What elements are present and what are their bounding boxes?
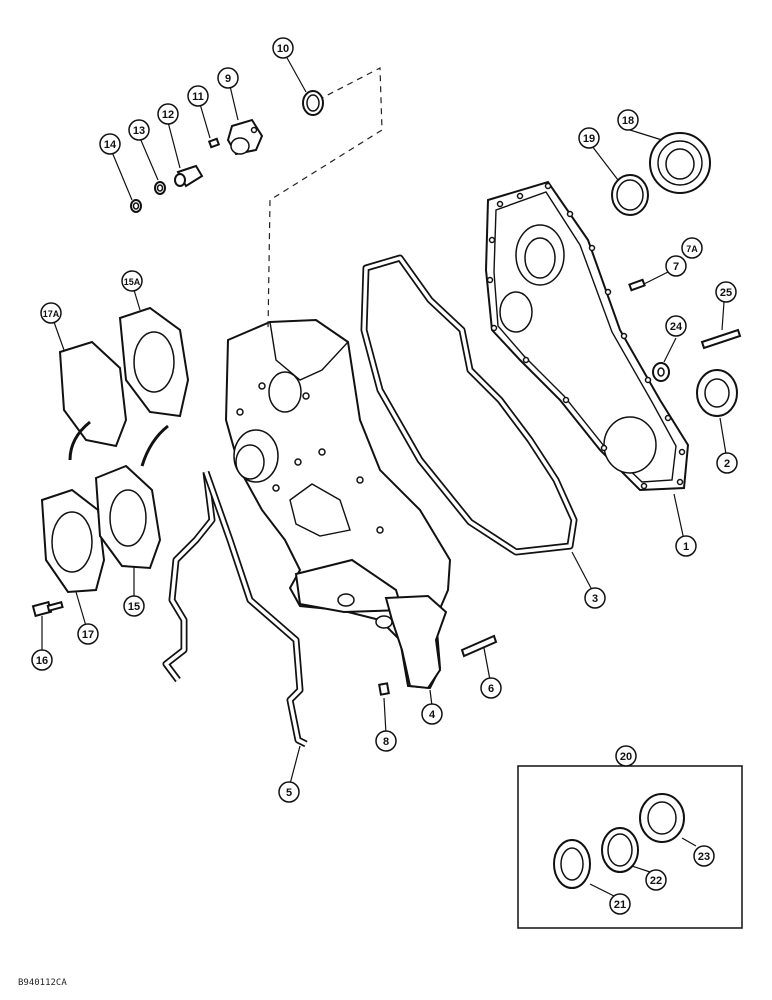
callout-8: 8 xyxy=(375,730,397,752)
callout-10: 10 xyxy=(272,37,294,59)
cover-plate-17 xyxy=(40,488,106,594)
callout-3: 3 xyxy=(584,587,606,609)
front-cover xyxy=(484,180,690,492)
callout-14: 14 xyxy=(99,133,121,155)
seal-23 xyxy=(639,793,685,843)
svg-text:18: 18 xyxy=(622,115,634,127)
svg-text:12: 12 xyxy=(162,109,174,121)
callout-5: 5 xyxy=(278,781,300,803)
callout-19: 19 xyxy=(578,127,600,149)
callout-2: 2 xyxy=(716,452,738,474)
callout-20: 20 xyxy=(615,745,637,767)
svg-text:6: 6 xyxy=(488,683,494,695)
gear-housing-gasket xyxy=(162,470,308,748)
svg-text:17A: 17A xyxy=(43,309,60,319)
svg-text:21: 21 xyxy=(614,899,626,911)
callout-13: 13 xyxy=(128,119,150,141)
callout-7a: 7A xyxy=(681,237,703,259)
svg-text:3: 3 xyxy=(592,593,598,605)
svg-text:7A: 7A xyxy=(686,244,698,254)
fitting-12 xyxy=(174,164,204,188)
stud-25 xyxy=(700,328,742,350)
svg-text:23: 23 xyxy=(698,851,710,863)
callout-17a: 17A xyxy=(40,302,62,324)
oil-seal-18 xyxy=(649,132,711,194)
svg-text:1: 1 xyxy=(683,541,689,553)
o-ring-10 xyxy=(302,90,324,116)
svg-text:7: 7 xyxy=(673,261,679,273)
callout-17: 17 xyxy=(77,623,99,645)
callouts: 1 2 3 4 5 6 7 7A 8 9 10 11 12 13 14 15 1… xyxy=(31,37,738,915)
assembly-line xyxy=(267,67,383,331)
svg-text:25: 25 xyxy=(720,287,732,299)
gear-housing xyxy=(224,318,452,690)
gasket-15a xyxy=(118,306,190,418)
bolt-6 xyxy=(460,634,498,658)
svg-text:2: 2 xyxy=(724,458,730,470)
seal-21 xyxy=(553,839,591,889)
callout-7: 7 xyxy=(665,255,687,277)
svg-text:11: 11 xyxy=(192,91,204,103)
svg-text:9: 9 xyxy=(225,73,231,85)
washer-13 xyxy=(154,181,166,195)
cover-plate-17a xyxy=(58,340,128,448)
callout-11: 11 xyxy=(187,85,209,107)
svg-text:5: 5 xyxy=(286,787,292,799)
swoosh-arrows xyxy=(68,420,169,467)
dowel-pin-8 xyxy=(378,682,390,696)
svg-text:8: 8 xyxy=(383,736,389,748)
svg-text:19: 19 xyxy=(583,133,595,145)
callout-6: 6 xyxy=(480,677,502,699)
callout-9: 9 xyxy=(217,67,239,89)
washer-14 xyxy=(130,199,142,213)
front-cover-gasket xyxy=(360,254,578,556)
seal-2 xyxy=(696,369,738,417)
callout-22: 22 xyxy=(645,869,667,891)
svg-text:20: 20 xyxy=(620,751,632,763)
callout-1: 1 xyxy=(675,535,697,557)
nut-24 xyxy=(652,362,670,382)
callout-18: 18 xyxy=(617,109,639,131)
svg-text:15: 15 xyxy=(128,601,140,613)
gasket-15 xyxy=(94,464,162,570)
screw-11 xyxy=(207,137,221,149)
svg-text:22: 22 xyxy=(650,875,662,887)
leader-lines xyxy=(41,55,727,897)
bolt-16 xyxy=(31,600,64,618)
callout-16: 16 xyxy=(31,649,53,671)
callout-21: 21 xyxy=(609,893,631,915)
bolt-7 xyxy=(628,278,646,292)
svg-text:13: 13 xyxy=(133,125,145,137)
wear-sleeve-19 xyxy=(611,174,649,216)
callout-15: 15 xyxy=(123,595,145,617)
callout-12: 12 xyxy=(157,103,179,125)
callout-4: 4 xyxy=(421,703,443,725)
svg-text:24: 24 xyxy=(670,321,683,333)
svg-text:14: 14 xyxy=(104,139,117,151)
svg-text:17: 17 xyxy=(82,629,94,641)
svg-text:4: 4 xyxy=(429,709,436,721)
svg-text:10: 10 xyxy=(277,43,289,55)
callout-24: 24 xyxy=(665,315,687,337)
callout-25: 25 xyxy=(715,281,737,303)
figure-reference-code: B940112CA xyxy=(18,978,67,988)
svg-text:16: 16 xyxy=(36,655,48,667)
water-outlet xyxy=(226,118,264,156)
svg-text:15A: 15A xyxy=(124,277,141,287)
seal-kit-box xyxy=(517,765,743,929)
sleeve-22 xyxy=(601,827,639,873)
callout-15a: 15A xyxy=(121,270,143,292)
callout-23: 23 xyxy=(693,845,715,867)
